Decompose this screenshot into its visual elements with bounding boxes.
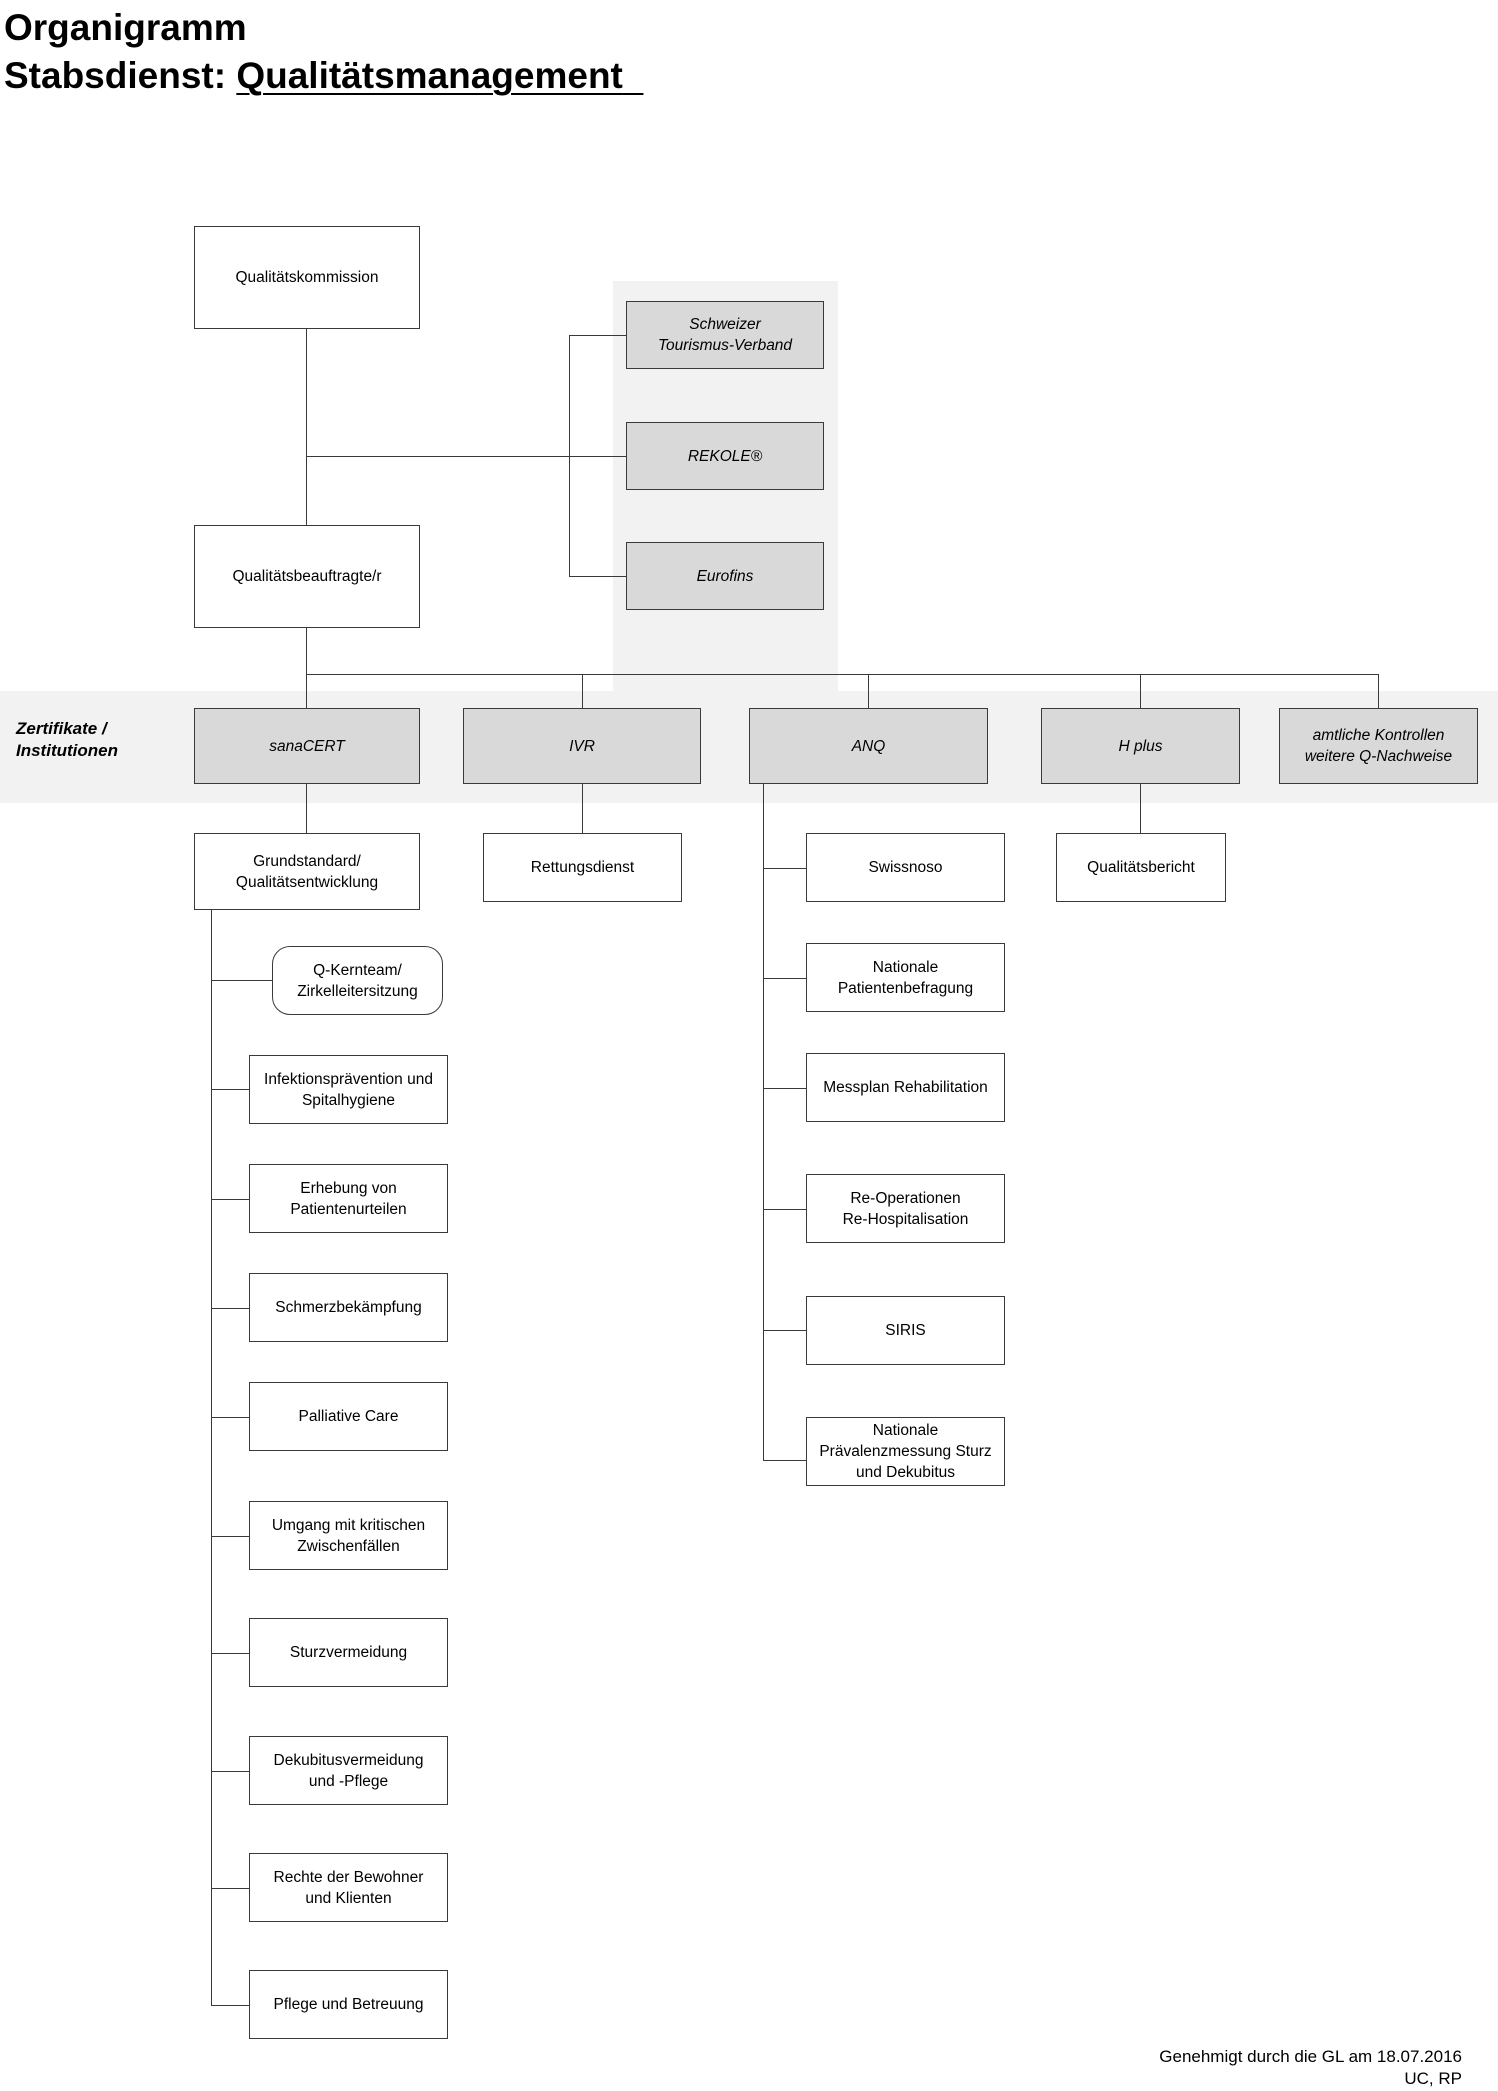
- connector-branch: [763, 1209, 807, 1210]
- box-siris: SIRIS: [806, 1296, 1005, 1365]
- connector-branch: [211, 1536, 250, 1537]
- connector-anq-trunk: [763, 783, 764, 1460]
- connector-branch: [211, 1417, 250, 1418]
- box-ivr: IVR: [463, 708, 701, 784]
- box-dekubitusvermeidung: Dekubitusvermeidung und -Pflege: [249, 1736, 448, 1805]
- box-erhebung-patientenurteile: Erhebung von Patientenurteilen: [249, 1164, 448, 1233]
- box-schweizer-tourismus-verband: Schweizer Tourismus-Verband: [626, 301, 824, 369]
- approval-initials: UC, RP: [1404, 2069, 1462, 2088]
- box-swissnoso: Swissnoso: [806, 833, 1005, 902]
- connector-sanacert-trunk: [211, 909, 212, 2005]
- box-eurofins: Eurofins: [626, 542, 824, 610]
- connector-sanacert-grundstandard: [306, 783, 307, 834]
- connector-branch: [763, 1330, 807, 1331]
- certificates-band-label: Zertifikate / Institutionen: [16, 719, 118, 760]
- connector-to-anq: [868, 674, 869, 709]
- connector-to-stv: [569, 335, 626, 336]
- box-grundstandard: Grundstandard/ Qualitätsentwicklung: [194, 833, 420, 910]
- box-rekole: REKOLE®: [626, 422, 824, 490]
- connector-kommission-beauftragte: [306, 328, 307, 526]
- connector-branch: [763, 978, 807, 979]
- box-q-kernteam: Q-Kernteam/ Zirkelleitersitzung: [272, 946, 443, 1015]
- connector-branch: [211, 1888, 250, 1889]
- box-rettungsdienst: Rettungsdienst: [483, 833, 682, 902]
- box-sturzvermeidung: Sturzvermeidung: [249, 1618, 448, 1687]
- subtitle-prefix: Stabsdienst:: [4, 55, 237, 96]
- page-title: Organigramm: [4, 7, 247, 48]
- box-pflege-betreuung: Pflege und Betreuung: [249, 1970, 448, 2039]
- connector-branch: [211, 1089, 250, 1090]
- connector-ivr-rettungsdienst: [582, 783, 583, 834]
- connector-branch: [763, 868, 807, 869]
- box-kritische-zwischenfaelle: Umgang mit kritischen Zwischenfällen: [249, 1501, 448, 1570]
- connector-external-trunk: [569, 335, 570, 576]
- connector-to-ivr: [582, 674, 583, 709]
- connector-institutions-bus: [306, 674, 1379, 675]
- connector-branch: [763, 1088, 807, 1089]
- box-palliative-care: Palliative Care: [249, 1382, 448, 1451]
- box-qualitaetsbeauftragte: Qualitätsbeauftragte/r: [194, 525, 420, 628]
- box-rechte-bewohner: Rechte der Bewohner und Klienten: [249, 1853, 448, 1922]
- connector-branch: [211, 1199, 250, 1200]
- box-qualitaetskommission: Qualitätskommission: [194, 226, 420, 329]
- box-infektionspraevention: Infektionsprävention und Spitalhygiene: [249, 1055, 448, 1124]
- subtitle-underlined: Qualitätsmanagement: [236, 55, 623, 96]
- connector-hplus-bericht: [1140, 783, 1141, 834]
- connector-to-eurofins: [569, 576, 626, 577]
- connector-branch: [211, 1308, 250, 1309]
- page-subtitle: Stabsdienst: Qualitätsmanagement: [4, 54, 643, 98]
- box-qualitaetsbericht: Qualitätsbericht: [1056, 833, 1226, 902]
- box-messplan-rehabilitation: Messplan Rehabilitation: [806, 1053, 1005, 1122]
- box-re-operationen: Re-Operationen Re-Hospitalisation: [806, 1174, 1005, 1243]
- box-nationale-patientenbefragung: Nationale Patientenbefragung: [806, 943, 1005, 1012]
- connector-beauftragte-down: [306, 627, 307, 709]
- box-schmerzbekaempfung: Schmerzbekämpfung: [249, 1273, 448, 1342]
- connector-branch: [211, 1653, 250, 1654]
- connector-branch: [763, 1460, 807, 1461]
- connector-to-rekole: [306, 456, 626, 457]
- connector-to-hplus: [1140, 674, 1141, 709]
- box-praevalenzmessung: Nationale Prävalenzmessung Sturz und Dek…: [806, 1417, 1005, 1486]
- box-sanacert: sanaCERT: [194, 708, 420, 784]
- box-amtliche-kontrollen: amtliche Kontrollen weitere Q-Nachweise: [1279, 708, 1478, 784]
- approval-note: Genehmigt durch die GL am 18.07.2016: [1159, 2047, 1462, 2066]
- connector-branch: [211, 1771, 250, 1772]
- connector-branch: [211, 2005, 250, 2006]
- connector-to-amtliche: [1378, 674, 1379, 709]
- connector-branch: [211, 980, 273, 981]
- box-anq: ANQ: [749, 708, 988, 784]
- box-hplus: H plus: [1041, 708, 1240, 784]
- subtitle-underline-tail: [623, 55, 644, 96]
